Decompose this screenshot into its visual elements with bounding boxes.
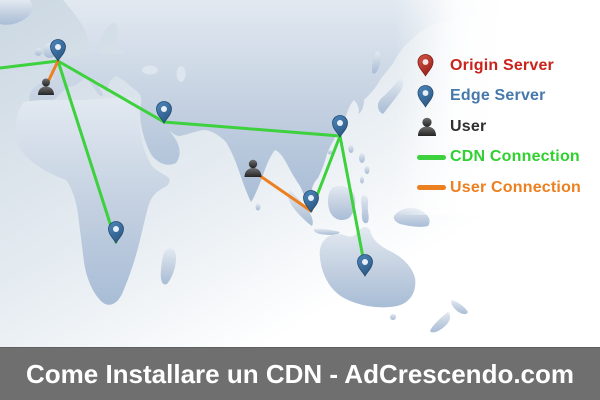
title-banner: Come Installare un CDN - AdCrescendo.com bbox=[0, 347, 600, 400]
edge-server-pins bbox=[50, 39, 373, 277]
continents bbox=[0, 0, 561, 333]
edge-server-pin-icon bbox=[417, 84, 450, 108]
world-map bbox=[0, 0, 600, 347]
legend: Origin Server Edge Server bbox=[417, 54, 581, 199]
landmass-srilanka bbox=[255, 203, 261, 211]
legend-row-cdn-connection: CDN Connection bbox=[417, 146, 581, 169]
landmass-sulawesi bbox=[361, 195, 369, 224]
edge-pin-east-asia bbox=[332, 115, 348, 138]
user-markers bbox=[38, 78, 262, 177]
origin-server-pin-icon bbox=[417, 54, 450, 77]
landmass-sakhalin bbox=[372, 51, 381, 74]
edge-pin-middle-east bbox=[156, 101, 172, 124]
cdn-line-europe-africa bbox=[56, 59, 118, 244]
landmass-nz-south bbox=[430, 312, 451, 333]
edge-pin-africa bbox=[108, 221, 124, 244]
legend-label-cdn-connection: CDN Connection bbox=[450, 148, 580, 165]
landmass-philippines-1 bbox=[359, 153, 365, 163]
edge-pin-southeast-asia bbox=[303, 190, 319, 213]
edge-pin-australia bbox=[357, 254, 373, 277]
edge-pin-europe bbox=[50, 39, 66, 62]
landmass-taiwan bbox=[348, 145, 354, 153]
user-icon bbox=[417, 117, 450, 137]
black-sea bbox=[142, 65, 158, 75]
landmass-java bbox=[313, 228, 340, 235]
user-marker-india bbox=[244, 159, 262, 177]
user-marker-iberia bbox=[38, 78, 54, 95]
cdn-line-europe-west bbox=[0, 59, 60, 70]
landmass-philippines-3 bbox=[360, 176, 364, 184]
world-map-svg bbox=[0, 0, 600, 347]
legend-label-user-connection: User Connection bbox=[450, 178, 582, 196]
landmass-nz-north bbox=[451, 300, 468, 315]
legend-label-user: User bbox=[450, 117, 487, 135]
legend-row-user: User bbox=[417, 115, 581, 138]
landmass-hainan bbox=[327, 149, 333, 155]
landmass-tasmania bbox=[390, 314, 396, 320]
cdn-connections bbox=[0, 59, 367, 270]
landmass-philippines-2 bbox=[364, 166, 370, 174]
legend-background-fade bbox=[395, 0, 600, 215]
landmass-eurasia bbox=[29, 0, 561, 205]
legend-row-edge-server: Edge Server bbox=[417, 84, 581, 108]
legend-row-origin-server: Origin Server bbox=[417, 54, 581, 77]
cdn-line-middle-east-east-asia bbox=[162, 120, 342, 138]
user-connection-line-icon bbox=[417, 185, 450, 190]
landmass-africa bbox=[15, 97, 170, 305]
cdn-line-europe-middle-east bbox=[56, 59, 166, 124]
landmass-ireland bbox=[35, 48, 43, 56]
landmass-greenland bbox=[0, 0, 33, 25]
legend-row-user-connection: User Connection bbox=[417, 176, 581, 199]
landmass-madagascar bbox=[160, 248, 176, 285]
landmass-borneo bbox=[327, 186, 356, 220]
cdn-line-east-asia-australia bbox=[338, 134, 367, 270]
banner-title: Come Installare un CDN - AdCrescendo.com bbox=[25, 359, 575, 389]
cdn-connection-line-icon bbox=[417, 154, 450, 160]
legend-label-edge-server: Edge Server bbox=[450, 87, 546, 104]
caspian-sea bbox=[176, 66, 186, 82]
user-line-india-southeast-asia bbox=[251, 169, 313, 213]
legend-label-origin-server: Origin Server bbox=[450, 56, 554, 74]
